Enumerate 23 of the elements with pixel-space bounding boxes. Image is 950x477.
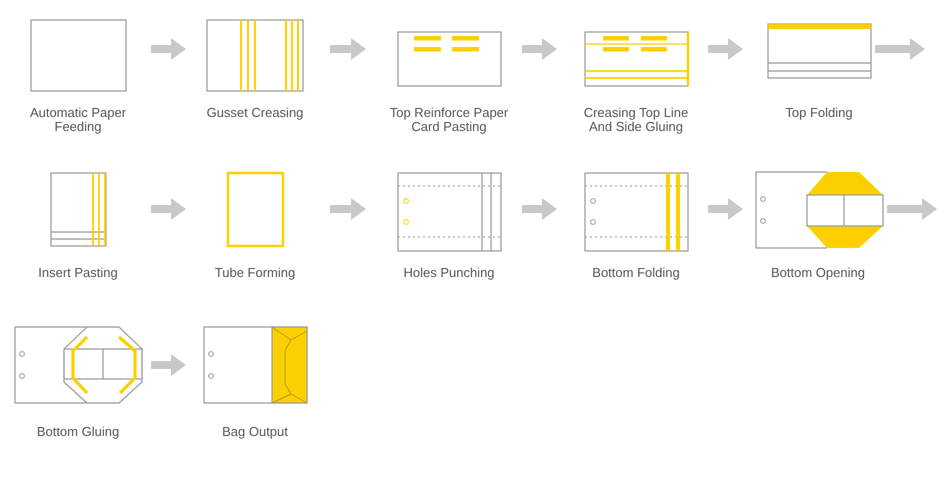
arrow xyxy=(330,38,366,60)
step-caption: Tube Forming xyxy=(214,266,296,280)
step-caption: Automatic Paper Feeding xyxy=(28,106,128,134)
step-caption: Top Reinforce Paper Card Pasting xyxy=(388,106,510,134)
step-caption: Creasing Top Line And Side Gluing xyxy=(582,106,690,134)
arrow xyxy=(151,198,186,220)
step-caption: Bottom Gluing xyxy=(36,425,120,439)
step-caption: Gusset Creasing xyxy=(206,106,304,120)
arrow xyxy=(708,38,743,60)
arrow xyxy=(522,38,557,60)
arrow xyxy=(887,198,937,220)
arrow xyxy=(522,198,557,220)
arrow xyxy=(330,198,366,220)
arrow xyxy=(151,354,186,376)
arrow xyxy=(708,198,743,220)
arrow xyxy=(151,38,186,60)
step-caption: Bottom Opening xyxy=(770,266,866,280)
arrow xyxy=(875,38,925,60)
step-caption: Bag Output xyxy=(221,425,289,439)
step-caption: Insert Pasting xyxy=(37,266,119,280)
step-caption: Top Folding xyxy=(784,106,854,120)
step-caption: Holes Punching xyxy=(402,266,496,280)
step-caption: Bottom Folding xyxy=(591,266,681,280)
